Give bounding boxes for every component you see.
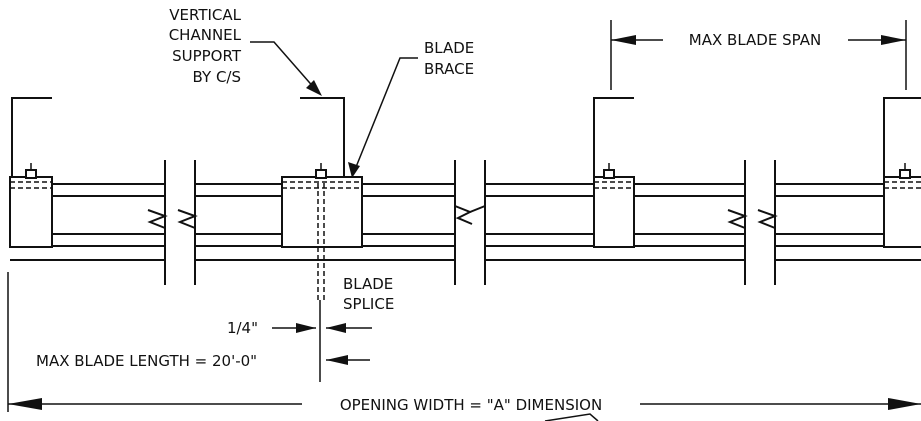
label-gap-dimension: 1/4" <box>227 319 258 337</box>
leaders <box>250 41 418 178</box>
label-max-blade-span: MAX BLADE SPAN <box>689 31 821 49</box>
bolts <box>25 163 911 179</box>
blade-splice <box>317 183 325 300</box>
label-vertical-channel-1: VERTICAL <box>169 6 241 24</box>
blade-rails <box>10 160 921 285</box>
dimension-opening-width <box>8 398 921 410</box>
callout-blade-splice: BLADE SPLICE <box>343 275 394 313</box>
vertical-channel-supports <box>11 97 921 178</box>
label-opening-width: OPENING WIDTH = "A" DIMENSION <box>340 396 602 414</box>
dimension-gap <box>272 300 372 382</box>
label-blade-brace-1: BLADE <box>424 39 474 57</box>
dimension-max-blade-span <box>610 20 907 90</box>
label-vertical-channel-2: CHANNEL <box>169 26 242 44</box>
dimension-max-blade-length <box>7 272 370 412</box>
label-vertical-channel-4: BY C/S <box>193 68 241 86</box>
callout-vertical-channel: VERTICAL CHANNEL SUPPORT BY C/S <box>169 6 242 86</box>
label-blade-splice-1: BLADE <box>343 275 393 293</box>
label-vertical-channel-3: SUPPORT <box>172 47 242 65</box>
partial-mark <box>544 413 599 421</box>
break-symbols <box>147 205 778 229</box>
label-blade-splice-2: SPLICE <box>343 295 394 313</box>
label-max-blade-length: MAX BLADE LENGTH = 20'-0" <box>36 352 257 370</box>
callout-blade-brace: BLADE BRACE <box>424 39 474 78</box>
label-blade-brace-2: BRACE <box>424 60 474 78</box>
blade-braces <box>9 176 921 248</box>
